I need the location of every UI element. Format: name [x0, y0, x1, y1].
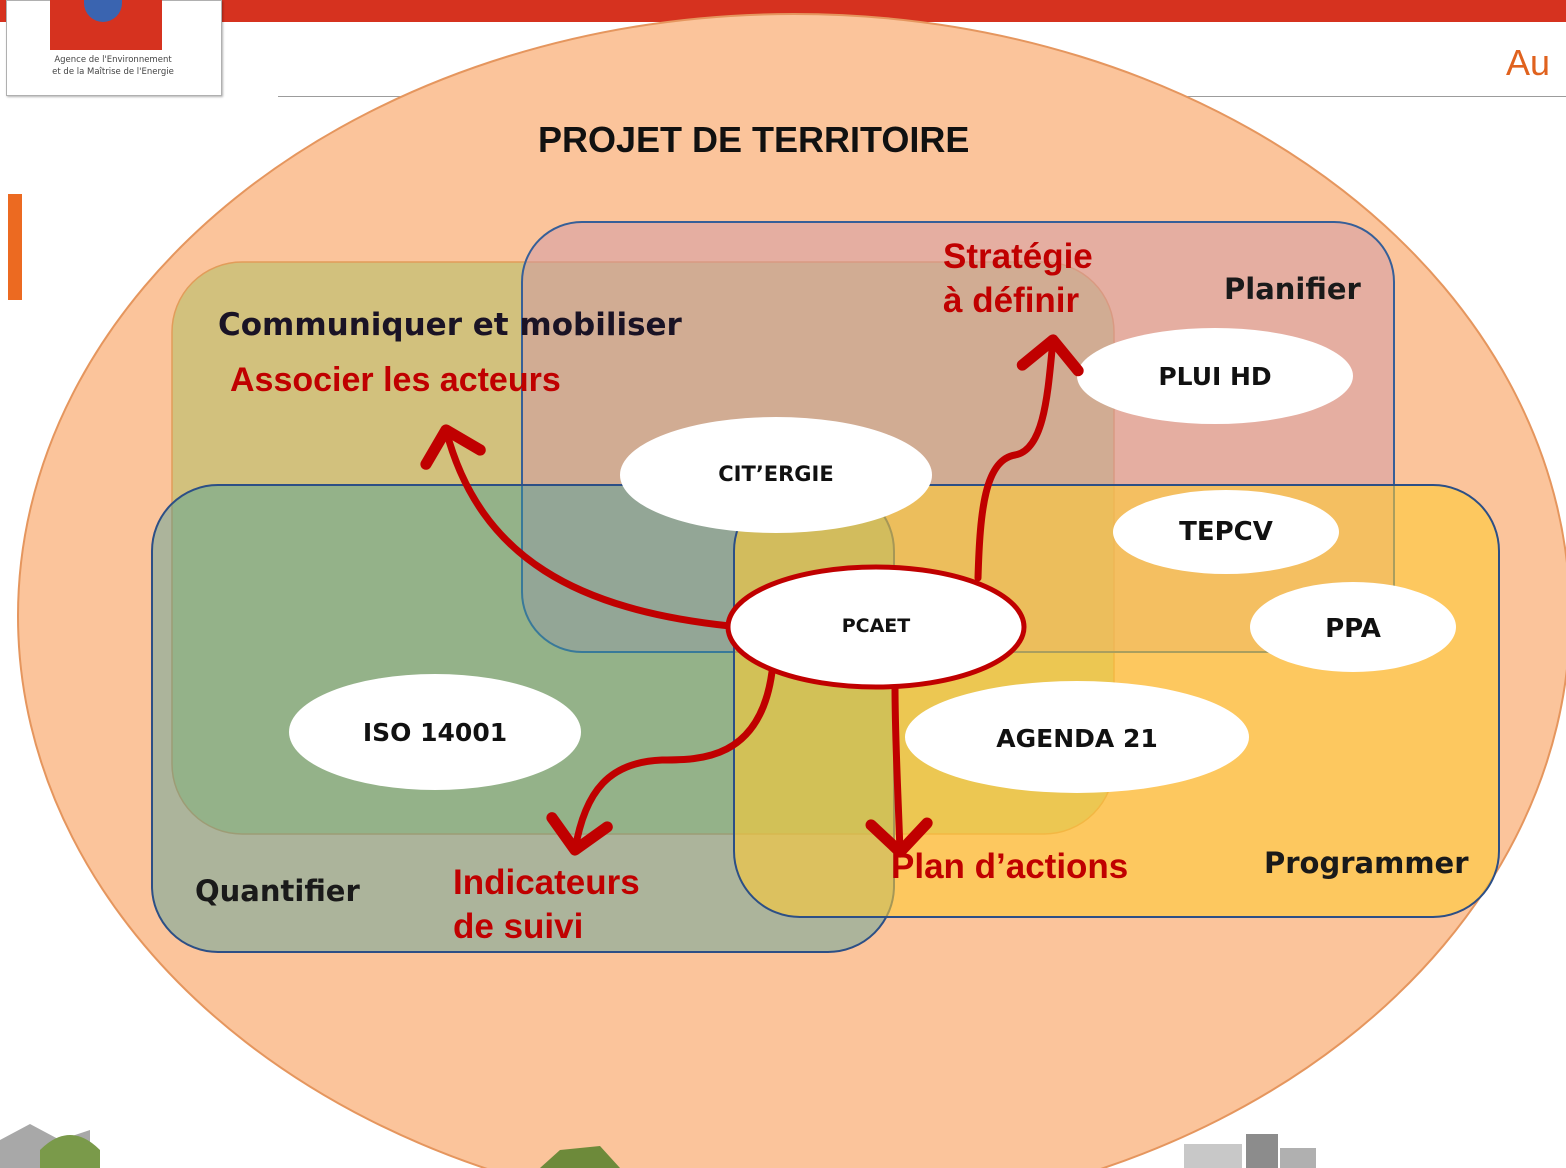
goal-plan-label: Plan d’actions	[891, 847, 1129, 886]
tool-pluihd-label: PLUI HD	[1158, 362, 1272, 391]
header-red-band	[0, 0, 1566, 22]
zone-quantifier-label: Quantifier	[195, 874, 360, 908]
goal-indicateurs-line2: de suivi	[453, 907, 584, 946]
zone-programmer-label: Programmer	[1264, 846, 1469, 880]
tool-iso-label: ISO 14001	[362, 718, 508, 747]
tool-agenda-ellipse	[905, 681, 1249, 793]
accent-bar	[8, 194, 22, 300]
tool-citergie-ellipse	[620, 417, 932, 533]
diagram-title: PROJET DE TERRITOIRE	[538, 119, 970, 160]
city-illustration	[0, 1124, 1316, 1168]
goal-strategie-line2: à définir	[943, 281, 1080, 320]
slide-title-partial: Au	[1506, 42, 1551, 83]
tool-pluihd-ellipse	[1077, 328, 1353, 424]
goal-indicateurs-line1: Indicateurs	[453, 863, 640, 902]
pcaet-ellipse	[725, 564, 1027, 690]
tool-tepcv-label: TEPCV	[1179, 517, 1273, 547]
goal-strategie-line1: Stratégie	[943, 237, 1093, 276]
tool-agenda-label: AGENDA 21	[996, 724, 1158, 753]
tool-citergie-label: CIT’ERGIE	[718, 462, 834, 486]
tool-ppa-label: PPA	[1325, 614, 1381, 644]
tool-ppa-ellipse	[1250, 582, 1456, 672]
arrow-to-indicateurs	[546, 668, 776, 856]
logo-caption-line2: et de la Maîtrise de l'Energie	[52, 67, 174, 77]
pcaet-label: PCAET	[841, 615, 911, 637]
tool-iso-ellipse	[289, 674, 581, 790]
zone-communiquer-label: Communiquer et mobiliser	[218, 307, 682, 343]
zone-planifier-label: Planifier	[1224, 272, 1361, 306]
globe-icon	[84, 0, 122, 22]
goal-associer-label: Associer les acteurs	[230, 361, 561, 399]
arrow-to-plan	[865, 682, 933, 858]
logo-caption-line1: Agence de l'Environnement	[54, 55, 172, 65]
arrow-to-associer	[420, 424, 734, 630]
tool-tepcv-ellipse	[1113, 490, 1339, 574]
arrow-to-strategie	[974, 334, 1084, 582]
logo-caption: Agence de l'Environnement et de la Maîtr…	[6, 54, 220, 78]
